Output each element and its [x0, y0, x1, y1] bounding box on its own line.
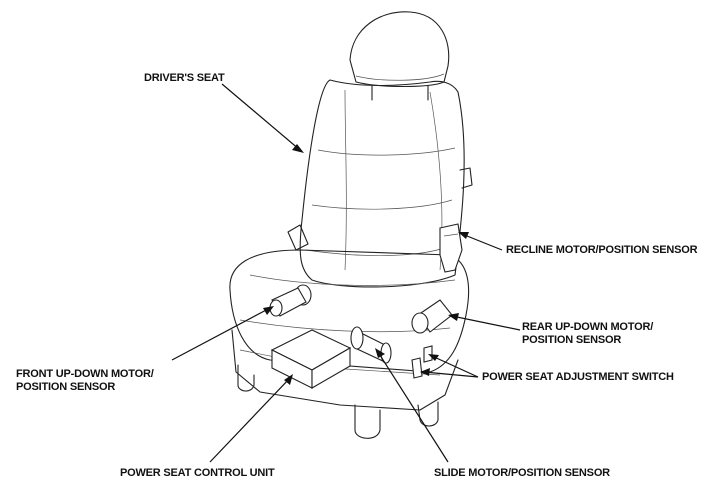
recline-motor [439, 223, 463, 273]
leader-lines [171, 83, 521, 463]
front-updown-motor [269, 284, 312, 317]
label-recline-motor: RECLINE MOTOR/POSITION SENSOR [506, 244, 698, 256]
label-front-updown-line1: FRONT UP-DOWN MOTOR/ [16, 368, 154, 380]
label-rear-updown-line1: REAR UP-DOWN MOTOR/ [522, 321, 654, 333]
label-slide-motor: SLIDE MOTOR/POSITION SENSOR [434, 467, 610, 479]
label-front-updown-line2: POSITION SENSOR [16, 381, 116, 393]
label-control-unit: POWER SEAT CONTROL UNIT [120, 467, 275, 479]
label-rear-updown-line2: POSITION SENSOR [522, 334, 622, 346]
label-front-updown-motor: FRONT UP-DOWN MOTOR/ POSITION SENSOR [16, 368, 154, 394]
control-unit-box [270, 329, 352, 389]
label-drivers-seat: DRIVER'S SEAT [144, 72, 225, 84]
slide-motor [350, 326, 392, 364]
label-rear-updown-motor: REAR UP-DOWN MOTOR/ POSITION SENSOR [522, 321, 653, 347]
rear-updown-motor [411, 299, 453, 334]
headrest [349, 11, 450, 101]
label-power-seat-switch: POWER SEAT ADJUSTMENT SWITCH [482, 371, 674, 383]
backrest [299, 79, 473, 288]
